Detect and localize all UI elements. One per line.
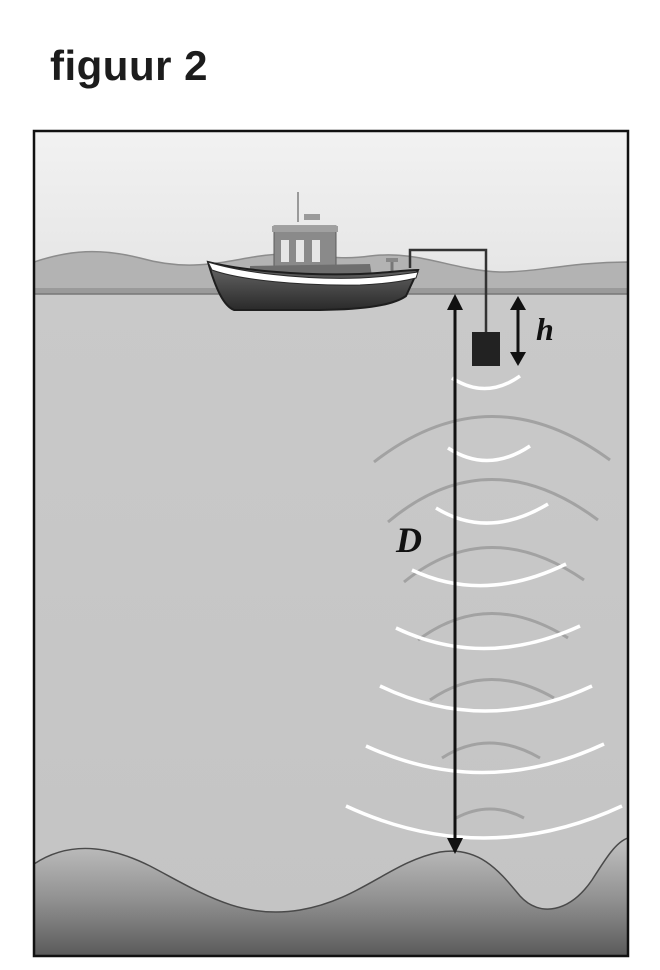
sonar-waves-dark: [373, 415, 611, 820]
height-label: h: [536, 311, 554, 347]
transducer-mount: [408, 248, 488, 334]
sonar-waves-light: [345, 374, 623, 840]
sea: [34, 294, 628, 956]
boat-icon: [206, 192, 420, 311]
depth-label: D: [395, 520, 422, 560]
transducer-icon: [472, 332, 500, 366]
figure-frame: [32, 129, 630, 958]
sea-floor: [34, 837, 628, 956]
depth-arrow: [447, 294, 463, 854]
height-arrow: [510, 296, 526, 366]
figure-title: figuur 2: [50, 42, 208, 89]
